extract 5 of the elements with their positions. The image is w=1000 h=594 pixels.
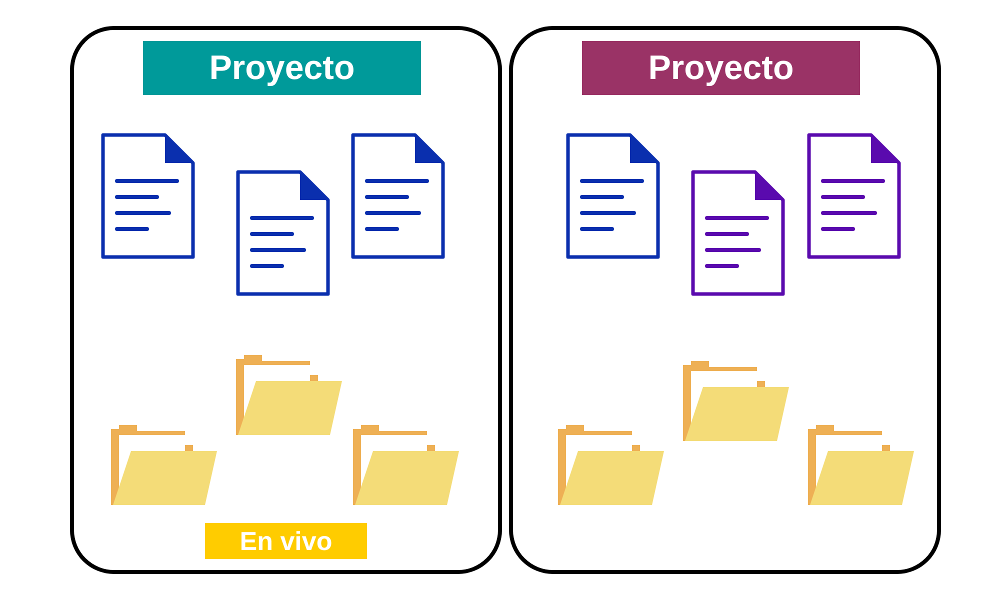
project-panel <box>509 26 941 574</box>
title-banner: Proyecto <box>582 41 860 95</box>
title-banner: Proyecto <box>143 41 421 95</box>
status-tag: En vivo <box>205 523 367 559</box>
project-panel <box>70 26 502 574</box>
